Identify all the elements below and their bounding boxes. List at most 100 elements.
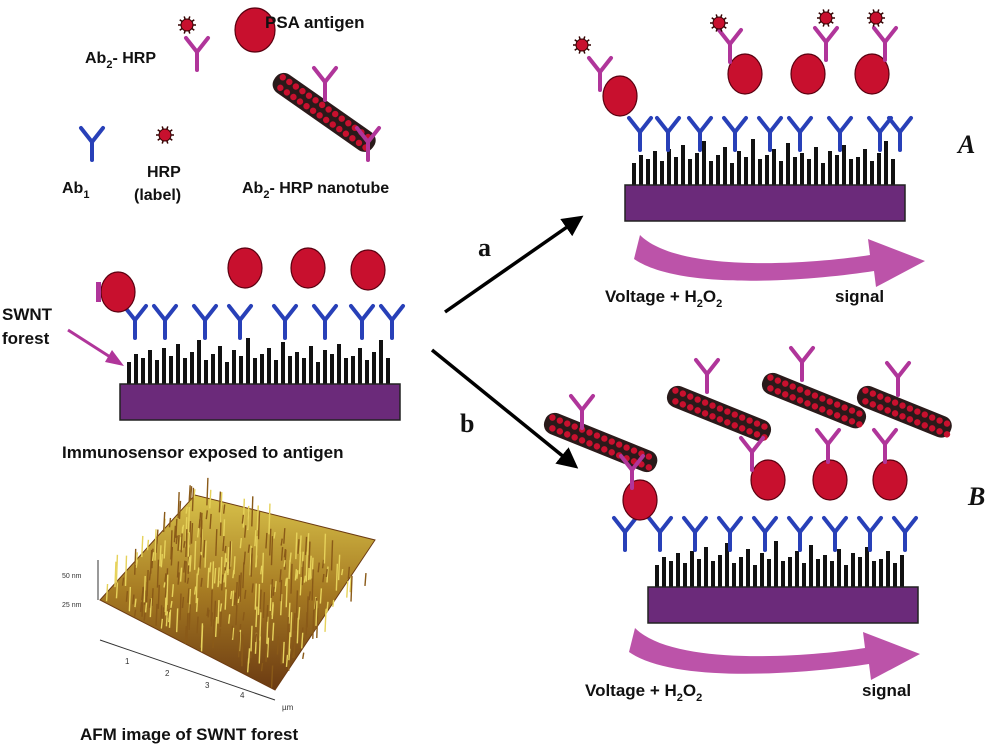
swnt-pillar — [758, 159, 762, 185]
swnt-pillar — [718, 555, 722, 587]
afm-spike — [296, 570, 299, 579]
antibody-arm-left — [789, 346, 804, 364]
nanotube-hrp-dot — [338, 115, 345, 122]
afm-spike — [161, 607, 165, 629]
hrp-label-line1: HRP — [147, 164, 181, 181]
afm-spike — [224, 589, 227, 610]
afm-spike — [259, 612, 262, 641]
swnt-pillar — [155, 360, 159, 384]
afm-spike — [247, 505, 250, 531]
afm-spike — [268, 503, 271, 535]
antibody-arm-left — [687, 116, 702, 134]
ab1-antibody — [757, 116, 783, 152]
antibody-arm-right — [883, 428, 898, 446]
afm-image — [97, 477, 376, 701]
nanotube-hrp-dot — [848, 407, 856, 414]
swnt-pillar — [676, 553, 680, 587]
afm-spike — [280, 547, 284, 561]
antibody-arm-right — [903, 516, 918, 534]
ab2-antibody — [815, 428, 841, 464]
afm-spike — [159, 605, 163, 630]
afm-spike — [330, 540, 334, 571]
ab2-antibody — [355, 126, 381, 162]
afm-spike — [189, 555, 192, 572]
afm-spike — [132, 594, 135, 605]
hrp-core — [869, 11, 883, 25]
antibody-arm-right — [824, 26, 839, 44]
afm-spike — [247, 544, 251, 553]
afm-spike — [168, 517, 172, 528]
legend: Ab2- HRP PSA antigen Ab1 HRP (label) Ab2… — [62, 7, 389, 204]
afm-spike — [261, 552, 265, 583]
afm-spike — [255, 536, 258, 567]
afm-spike — [179, 537, 182, 550]
nanotube-hrp-dot — [318, 101, 326, 109]
afm-spike — [303, 575, 307, 583]
antibody-arm-right — [705, 358, 720, 376]
afm-spike — [160, 554, 163, 568]
afm-spike — [301, 632, 304, 649]
afm-spike — [209, 489, 212, 509]
swnt-pillar — [709, 161, 713, 185]
ab1-antibody — [687, 116, 713, 152]
antibody-arm-left — [587, 56, 602, 74]
ab1-antibody — [227, 304, 253, 340]
hrp-nanotube — [856, 385, 952, 438]
afm-spike — [115, 554, 119, 583]
afm-spike — [135, 552, 138, 566]
afm-spike — [205, 510, 208, 520]
afm-spike — [305, 612, 308, 636]
swnt-pillar — [323, 350, 327, 384]
ab1-antibody — [787, 516, 813, 552]
afm-spike — [304, 536, 308, 556]
path-b-label: b — [460, 409, 474, 438]
swnt-pillar — [197, 340, 201, 384]
swnt-pillar — [281, 342, 285, 384]
swnt-pillar — [828, 151, 832, 185]
afm-spike — [323, 533, 327, 564]
swnt-pillar — [655, 565, 659, 587]
center-caption: Immunosensor exposed to antigen — [62, 443, 344, 462]
afm-spike — [332, 599, 335, 607]
antibody-arm-right — [896, 361, 911, 379]
afm-spike — [151, 588, 154, 606]
afm-spike — [183, 540, 186, 548]
nanotube-hrp-dot — [789, 383, 796, 390]
swnt-pillar — [365, 360, 369, 384]
afm-spike — [193, 586, 197, 595]
ab2-hrp-nanotube-label: Ab2- HRP nanotube — [242, 180, 389, 201]
afm-spike — [206, 477, 209, 506]
afm-spike — [311, 569, 314, 601]
swnt-pillar — [753, 565, 757, 587]
swnt-pillar — [900, 555, 904, 587]
afm-spike — [170, 530, 173, 560]
afm-spike — [257, 583, 261, 615]
afm-spike — [214, 616, 218, 637]
swnt-pillar — [646, 159, 650, 185]
afm-x-tick-2: 2 — [165, 669, 170, 678]
afm-spike — [141, 535, 144, 558]
psa-antigen — [727, 53, 763, 95]
afm-spike — [133, 609, 137, 617]
swnt-pillar — [716, 155, 720, 185]
antibody-arm-left — [757, 116, 772, 134]
current-flow-arrow — [629, 628, 920, 680]
swnt-pillar — [688, 159, 692, 185]
afm-spike — [286, 617, 290, 643]
afm-spike — [246, 658, 250, 673]
antibody-arm-right — [800, 346, 815, 364]
afm-spike — [187, 532, 190, 557]
afm-spike — [231, 627, 235, 640]
nanotube-hrp-dot — [564, 431, 571, 438]
swnt-pillar — [674, 157, 678, 185]
afm-spike — [215, 529, 218, 556]
hrp-label — [867, 9, 885, 27]
afm-spike — [177, 572, 180, 585]
afm-spike — [242, 612, 245, 621]
afm-spike — [121, 577, 125, 586]
hrp-core — [158, 128, 172, 142]
swnt-pillar — [253, 358, 257, 384]
afm-spike — [209, 562, 212, 573]
antibody-arm-right — [323, 66, 338, 84]
